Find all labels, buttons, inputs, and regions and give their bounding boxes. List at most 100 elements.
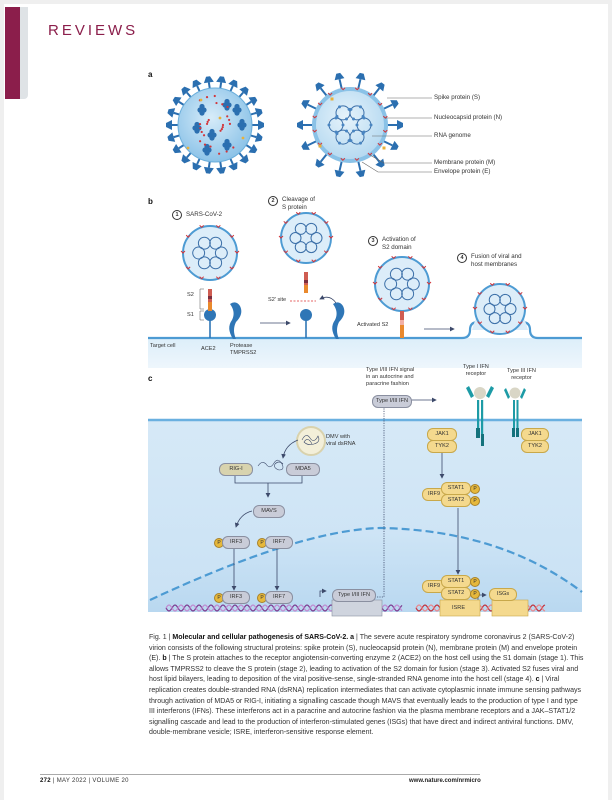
nucleocapsid-bead bbox=[338, 105, 341, 109]
membrane-protein-dot bbox=[198, 123, 202, 126]
nucleocapsid-cluster bbox=[199, 110, 205, 116]
membrane-protein bbox=[407, 307, 413, 311]
type-iii-ifn-receptor-label: Type III IFN receptor bbox=[507, 368, 536, 381]
rna-genome-loop bbox=[401, 267, 415, 281]
dmv-label: DMV with viral dsRNA bbox=[326, 434, 356, 447]
type-i-ifn-receptor bbox=[466, 386, 494, 446]
s1-domain-label: S1 bbox=[187, 312, 194, 318]
membrane-protein bbox=[328, 235, 334, 239]
membrane-protein bbox=[327, 92, 333, 96]
stage-3-text: Activation of S2 domain bbox=[382, 236, 416, 251]
type-i-ifn-receptor-label: Type I IFN receptor bbox=[463, 364, 489, 377]
membrane-protein bbox=[323, 250, 329, 254]
spike-head bbox=[239, 154, 249, 164]
figure-caption: Fig. 1 | Molecular and cellular pathogen… bbox=[149, 633, 584, 739]
membrane-protein-dot bbox=[225, 150, 228, 153]
nucleocapsid-cluster bbox=[194, 121, 200, 128]
membrane-protein bbox=[522, 306, 528, 310]
membrane-protein bbox=[421, 297, 427, 301]
spike-head bbox=[181, 154, 191, 164]
spike-head bbox=[248, 144, 258, 154]
membrane-protein bbox=[185, 266, 191, 270]
membrane-protein-dot bbox=[205, 96, 209, 99]
membrane-protein bbox=[477, 291, 483, 296]
membrane-protein bbox=[278, 235, 284, 239]
caption-b-label: b bbox=[160, 655, 167, 663]
page-number: 272 bbox=[40, 778, 51, 784]
irf3-pill-nucleus: IRF3 bbox=[222, 591, 250, 604]
spike-head bbox=[397, 120, 403, 130]
rna-genome-loop bbox=[197, 236, 211, 250]
rna-genome-loop bbox=[305, 222, 318, 235]
rna-genome-loop bbox=[384, 277, 398, 291]
tyk2-pill-type-iii: TYK2 bbox=[521, 440, 549, 453]
membrane-protein bbox=[180, 250, 186, 254]
spike-head bbox=[254, 108, 263, 118]
nucleocapsid-bead bbox=[349, 107, 353, 111]
nucleocapsid-cluster bbox=[224, 138, 230, 145]
spike-head bbox=[172, 96, 182, 106]
rna-genome-loop bbox=[335, 129, 351, 145]
membrane-protein-dot bbox=[199, 140, 202, 143]
membrane-protein bbox=[215, 276, 221, 280]
spike-head bbox=[375, 158, 385, 168]
section-bar-shadow bbox=[20, 7, 28, 99]
rna-genome-loop bbox=[294, 241, 307, 254]
spike-head bbox=[297, 120, 303, 130]
spike-head bbox=[254, 132, 263, 142]
spike-head bbox=[192, 162, 202, 171]
tmprss2-protease-1 bbox=[229, 302, 242, 339]
irf3-pill-cytoplasm: IRF3 bbox=[222, 536, 250, 549]
membrane-protein bbox=[340, 87, 346, 91]
membrane-protein-dot bbox=[206, 120, 209, 123]
membrane-protein-dot bbox=[205, 122, 209, 126]
stage-2-number: 2 bbox=[268, 196, 278, 206]
stage-4-text: Fusion of viral and host membranes bbox=[471, 253, 522, 268]
membrane-protein bbox=[199, 276, 205, 280]
membrane-protein-dot bbox=[220, 128, 223, 131]
ifn-gene-box bbox=[331, 599, 383, 617]
membrane-protein-dot bbox=[200, 130, 203, 134]
tmprss2-protease-2 bbox=[332, 302, 345, 339]
membrane-protein-dot bbox=[209, 145, 212, 148]
s2-prime-site-label: S2′ site bbox=[268, 297, 287, 303]
spike-head bbox=[228, 162, 238, 171]
membrane-protein-dot bbox=[228, 122, 232, 125]
panel-b-letter: b bbox=[148, 197, 153, 206]
irf7-pill-nucleus: IRF7 bbox=[265, 591, 293, 604]
nucleocapsid-bead bbox=[345, 117, 348, 121]
envelope-protein-dot bbox=[218, 116, 222, 120]
spike-head bbox=[203, 166, 214, 174]
nucleocapsid-bead bbox=[327, 123, 331, 127]
membrane-protein bbox=[426, 281, 432, 285]
nucleocapsid-bead bbox=[341, 123, 345, 127]
page bbox=[4, 4, 608, 800]
spike-head bbox=[248, 96, 258, 106]
rna-genome-loop bbox=[488, 312, 501, 325]
membrane-protein bbox=[312, 129, 318, 133]
membrane-protein-dot bbox=[232, 146, 235, 149]
membrane-protein bbox=[229, 234, 235, 238]
rna-genome-loop bbox=[401, 287, 415, 301]
membrane-protein bbox=[489, 330, 495, 334]
membrane-protein bbox=[407, 255, 413, 260]
membrane-protein bbox=[199, 224, 205, 229]
spike-head bbox=[167, 132, 176, 142]
spike-head bbox=[355, 72, 366, 81]
type-i-iii-ifn-pill: Type I/III IFN bbox=[372, 395, 412, 408]
membrane-protein bbox=[354, 157, 360, 162]
spike-head bbox=[301, 140, 310, 150]
membrane-protein-dot bbox=[219, 129, 222, 132]
membrane-protein-dot bbox=[226, 115, 229, 118]
rna-genome-loop bbox=[483, 303, 496, 315]
nucleocapsid-bead bbox=[335, 114, 339, 118]
envelope-protein bbox=[382, 146, 386, 150]
membrane-protein bbox=[234, 250, 240, 254]
spike-head bbox=[334, 169, 345, 178]
journal-url[interactable]: www.nature.com/nrmicro bbox=[409, 778, 481, 784]
envelope-protein-dot bbox=[186, 146, 190, 150]
caption-c-label: c bbox=[533, 676, 540, 684]
spike-head bbox=[167, 108, 176, 118]
